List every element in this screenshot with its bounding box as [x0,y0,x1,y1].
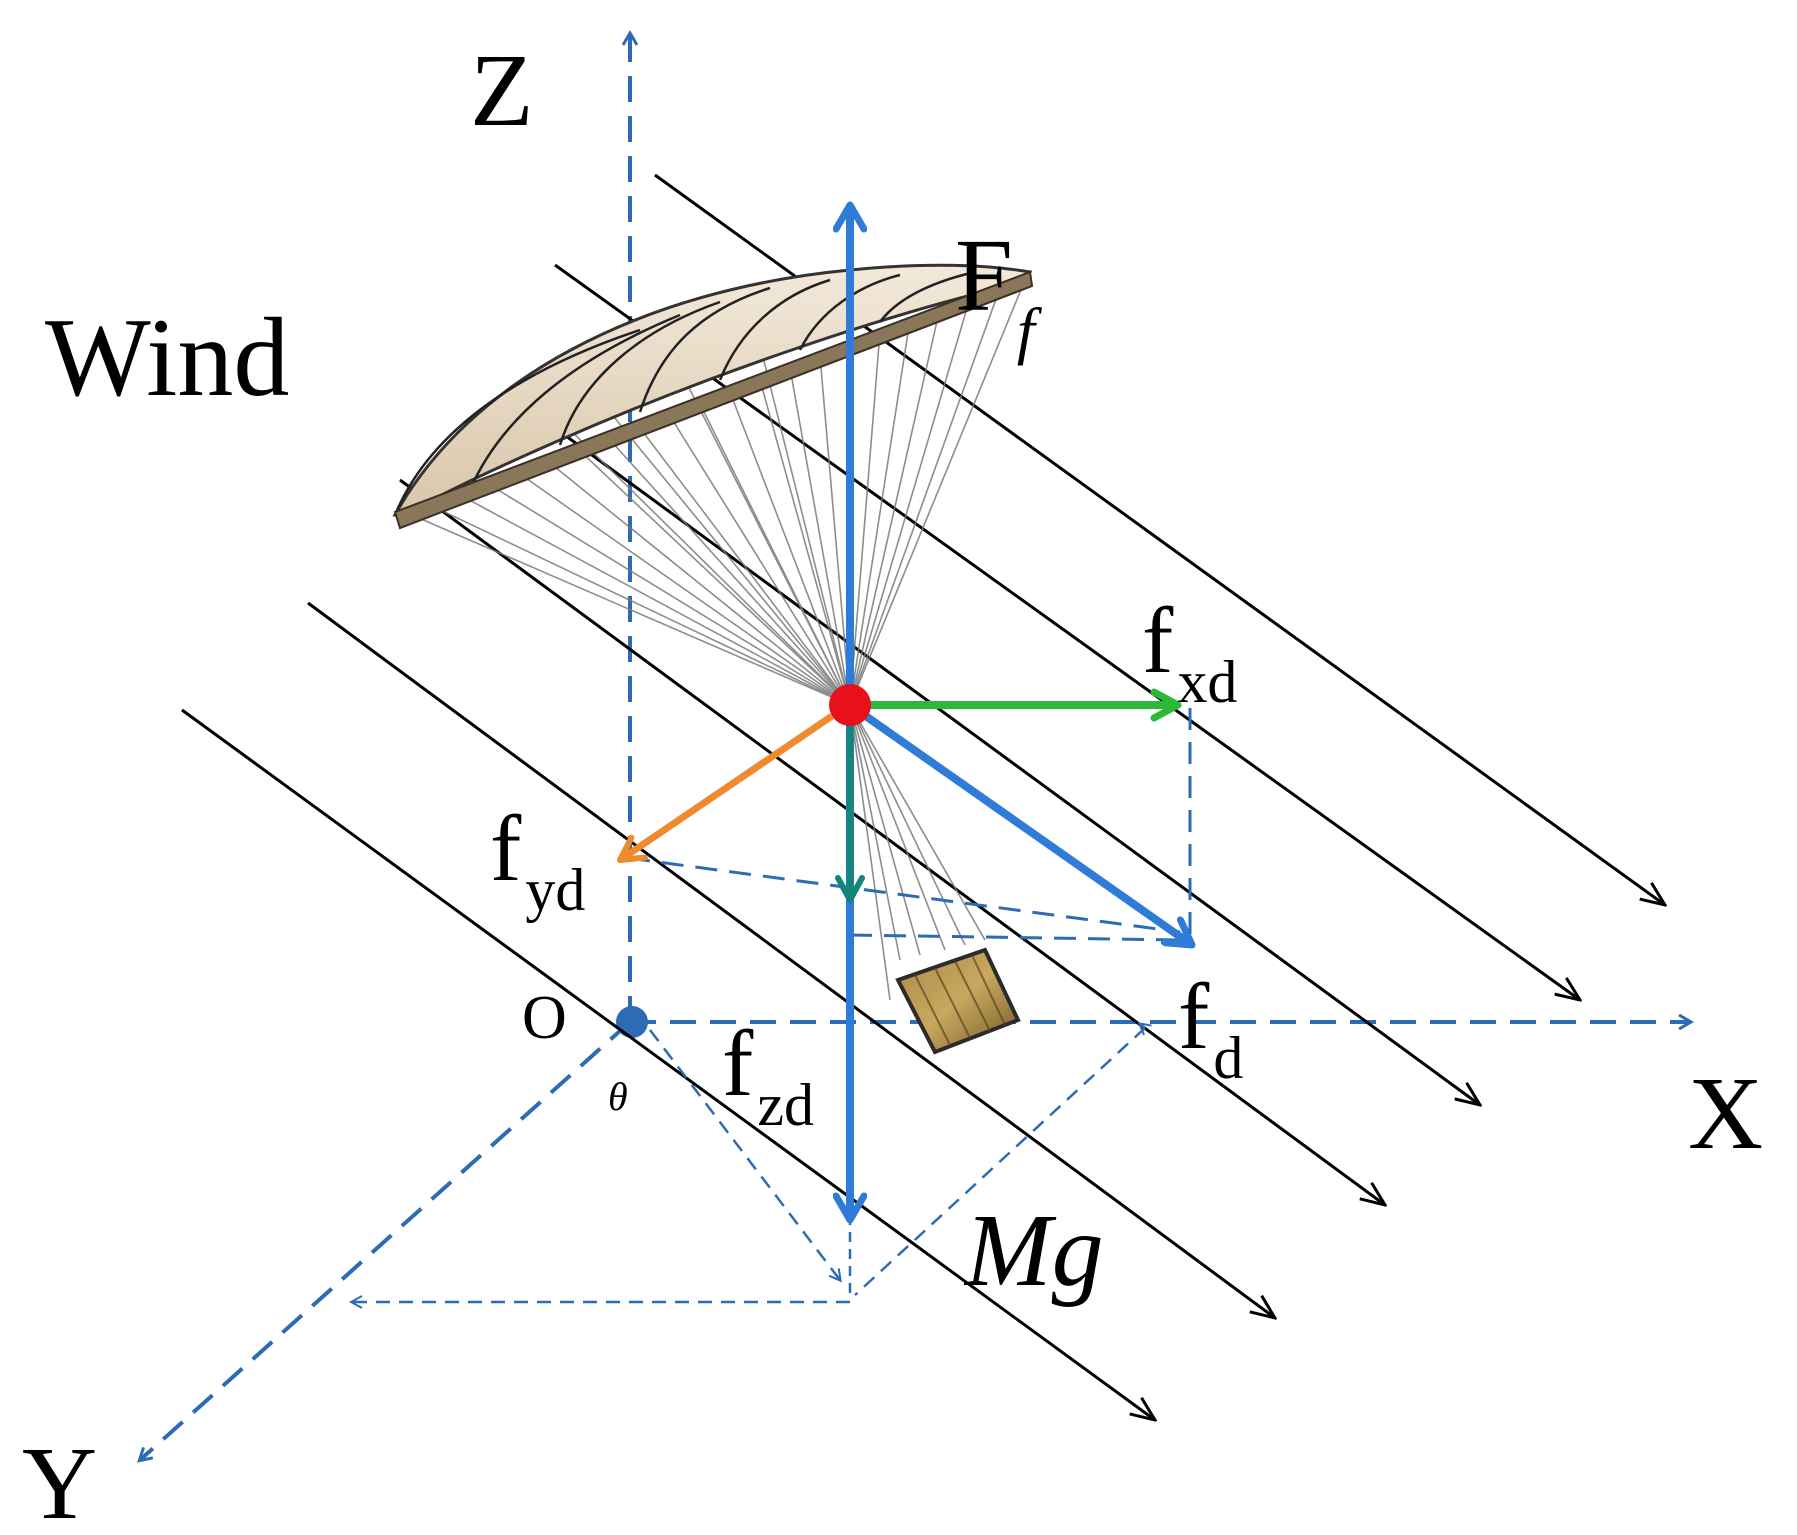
drag-total-arrow [847,701,1192,945]
wind-line-4 [399,478,1385,1205]
drag-x-label: fxd [1142,589,1237,715]
drag-x-sub: xd [1177,649,1237,715]
origin-dot [616,1006,648,1038]
drag-z-sub: zd [757,1072,814,1138]
drag-total-label: fd [1178,965,1243,1091]
fyd-to-fd-line [627,856,1181,934]
drag-y-sub: yd [525,857,585,923]
drag-y-arrow [617,713,834,863]
lift-force-main: F [955,218,1013,333]
drag-total-sub: d [1213,1025,1243,1091]
labels: Z X Y O θ Wind Ff fxd fyd fzd fd Mg [22,33,1763,1535]
angle-label: θ [608,1074,628,1119]
ground-proj-2 [854,1027,1146,1296]
ground-proj-5 [1140,1024,1145,1028]
drag-x-main: f [1142,589,1174,693]
fzd-to-fd-line [849,933,1181,942]
cargo-box-icon [895,947,1021,1055]
ground-proj-1 [649,1029,840,1280]
drag-z-main: f [722,1012,754,1116]
center-of-mass-dot [829,684,871,726]
drag-total-main: f [1178,965,1210,1069]
parachute-canopy-icon [392,263,1034,1001]
drag-y-label: fyd [490,797,585,923]
drag-z-label: fzd [722,1012,814,1138]
y-axis-label: Y [22,1426,97,1535]
lift-force-sub: f [1017,295,1043,366]
wind-line-6 [181,708,1155,1420]
x-axis-label: X [1688,1056,1763,1171]
wind-line-3 [509,393,1480,1105]
drag-y-main: f [490,797,522,901]
wind-line-5 [307,601,1275,1318]
force-vectors [617,205,1192,1220]
wind-label: Wind [45,296,289,420]
gravity-label: Mg [963,1193,1104,1308]
z-axis-label: Z [470,33,534,148]
projection-lines [352,708,1192,1302]
y-axis-line [140,1020,632,1460]
origin-label: O [522,984,567,1052]
suspension-lines [404,279,1026,1001]
